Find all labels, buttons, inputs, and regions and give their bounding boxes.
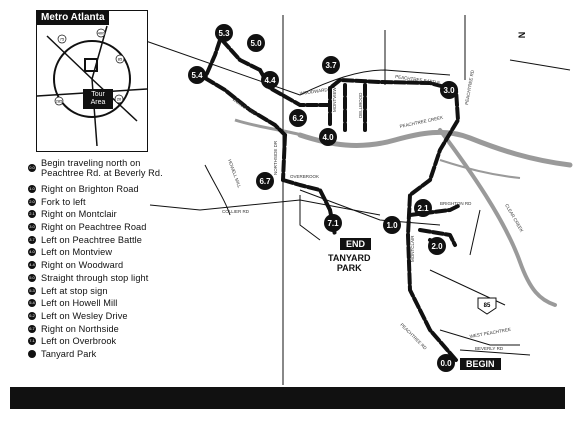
mileage-marker: 1.0 — [383, 216, 401, 234]
metro-atlanta-inset-map: Metro Atlanta 75 400 85 285 20 Tour Area — [36, 10, 148, 152]
mileage-marker: 5.0 — [247, 34, 265, 52]
road-label: WESLEY DR — [231, 97, 256, 117]
svg-text:85: 85 — [484, 303, 491, 309]
mileage-marker: 5.3 — [215, 24, 233, 42]
mileage-marker: 3.0 — [440, 81, 458, 99]
road-label: COLLIER RD — [222, 209, 250, 214]
mileage-markers: 5.3 5.0 5.4 4.4 3.7 3.0 6.2 4.0 6.7 7.1 … — [188, 24, 458, 372]
road-label: WEST PEACHTREE — [469, 327, 511, 339]
road-label: PEACHTREE CREEK — [399, 115, 443, 129]
svg-text:3.0: 3.0 — [443, 86, 455, 95]
creek-branch-2 — [439, 159, 521, 179]
begin-label: BEGIN — [460, 358, 501, 370]
end-label: END — [340, 238, 372, 250]
inset-highway-shields: 75 400 85 285 20 — [54, 28, 125, 106]
svg-text:6.7: 6.7 — [259, 177, 271, 186]
svg-text:285: 285 — [56, 99, 63, 104]
svg-text:4.4: 4.4 — [264, 76, 276, 85]
inset-roads: 75 400 85 285 20 — [37, 25, 147, 147]
road-label: PEACHTREE BATTLE — [395, 74, 441, 85]
road-label: BEVERLY RD — [475, 346, 504, 351]
interstate-85-shield: 85 — [477, 297, 497, 315]
creek-branch — [234, 118, 306, 138]
road-label: MONTVIEW — [332, 86, 337, 112]
svg-text:3.7: 3.7 — [325, 61, 337, 70]
svg-text:2.0: 2.0 — [431, 242, 443, 251]
road-label: NORTHSIDE DR — [273, 140, 278, 175]
svg-text:5.4: 5.4 — [191, 71, 203, 80]
park-name: TANYARD PARK — [328, 253, 371, 273]
thin-roads — [142, 15, 571, 385]
road-label: MONTCLAIR — [410, 235, 415, 262]
svg-text:400: 400 — [98, 31, 105, 36]
clear-creek — [438, 128, 557, 307]
road-label: PEACHTREE RD — [399, 322, 428, 351]
tour-area-label: Tour Area — [83, 89, 113, 109]
svg-text:5.0: 5.0 — [250, 39, 262, 48]
road-label: DELLWOOD — [358, 92, 363, 118]
mileage-marker: 6.7 — [256, 172, 274, 190]
peachtree-creek — [297, 129, 573, 168]
mileage-marker: 2.1 — [414, 199, 432, 217]
north-arrow-icon: N — [516, 31, 527, 39]
road-label: PEACHTREE RD — [464, 69, 475, 105]
road-label: OVERBROOK — [290, 174, 319, 179]
svg-text:85: 85 — [118, 57, 123, 62]
svg-text:20: 20 — [117, 97, 122, 102]
mileage-marker: 7.1 — [324, 214, 342, 232]
svg-text:4.0: 4.0 — [322, 133, 334, 142]
road-label: WOODWARD — [299, 87, 328, 96]
mileage-marker: 5.4 — [188, 66, 206, 84]
mileage-marker: 6.2 — [289, 109, 307, 127]
mileage-marker: 3.7 — [322, 56, 340, 74]
road-label: CLEAR CREEK — [504, 203, 524, 233]
svg-text:2.1: 2.1 — [417, 204, 429, 213]
mileage-marker: 2.0 — [428, 237, 446, 255]
svg-text:6.2: 6.2 — [292, 114, 304, 123]
mileage-marker: 4.4 — [261, 71, 279, 89]
svg-text:1.0: 1.0 — [386, 221, 398, 230]
svg-text:5.3: 5.3 — [218, 29, 230, 38]
svg-text:7.1: 7.1 — [327, 219, 339, 228]
mileage-marker: 4.0 — [319, 128, 337, 146]
svg-text:75: 75 — [60, 37, 65, 42]
svg-text:0.0: 0.0 — [440, 359, 452, 368]
direction-item: Tanyard Park — [28, 348, 278, 361]
mileage-marker: 0.0 — [437, 354, 455, 372]
footer-bar — [10, 387, 565, 409]
road-label: BRIGHTON RD — [440, 201, 472, 206]
inset-title: Metro Atlanta — [37, 11, 109, 25]
